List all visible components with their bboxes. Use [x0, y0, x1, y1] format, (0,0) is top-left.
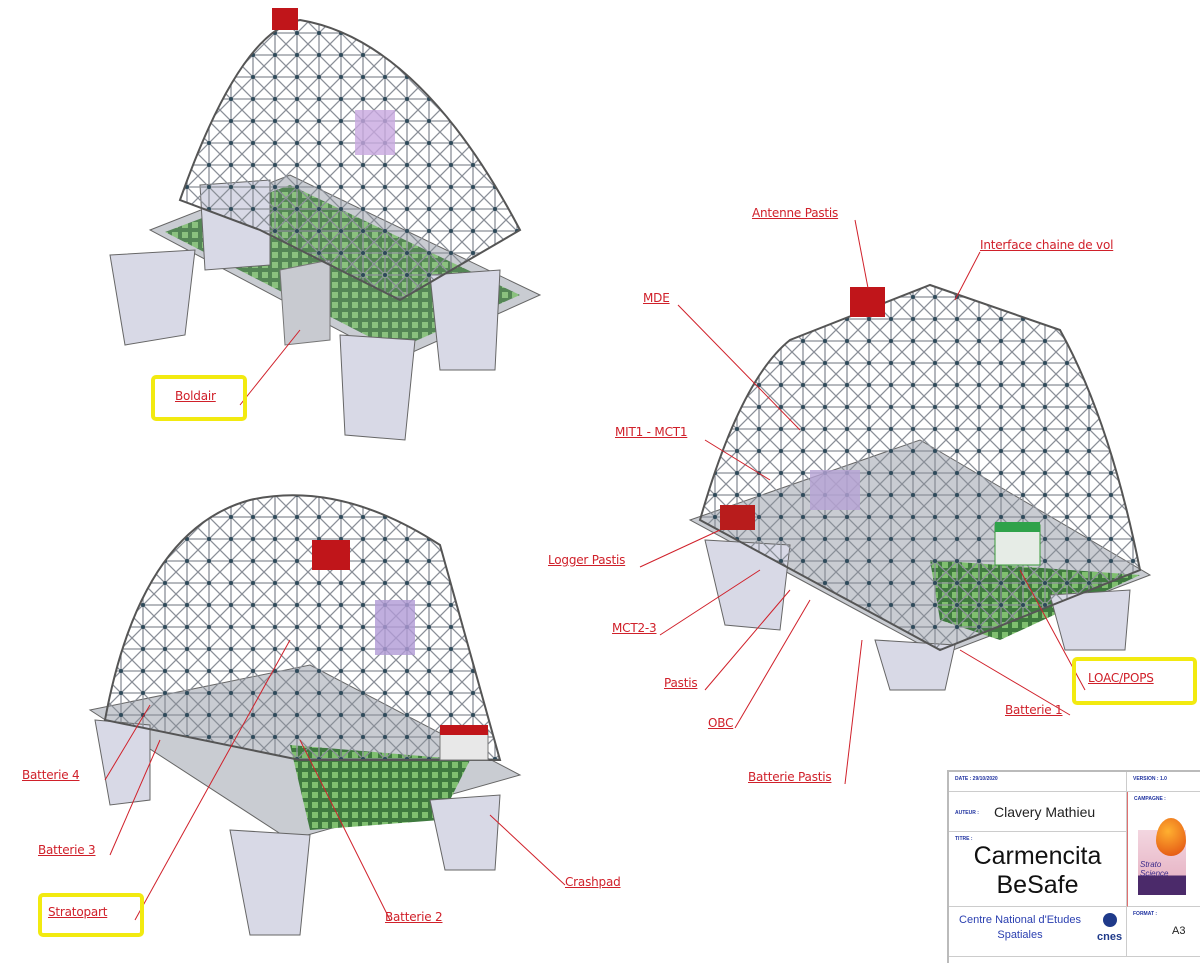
format-cell: FORMAT : A3 — [1127, 907, 1200, 957]
label-mde: MDE — [643, 291, 670, 305]
title-cell: TITRE : Carmencita BeSafe — [949, 832, 1127, 907]
label-batterie-3: Batterie 3 — [38, 843, 96, 857]
label-batterie-pastis: Batterie Pastis — [748, 770, 832, 784]
rig-view-right — [688, 283, 1152, 691]
author-name: Clavery Mathieu — [994, 804, 1096, 820]
label-antenne-pastis: Antenne Pastis — [752, 206, 839, 220]
label-mit1-mct1: MIT1 - MCT1 — [615, 425, 688, 439]
version-cell: VERSION : 1.0 — [1127, 772, 1200, 792]
format-value: A3 — [1172, 925, 1186, 937]
highlight-boldair — [151, 375, 247, 421]
author-cell: AUTEUR : Clavery Mathieu — [949, 792, 1127, 832]
cnes-logo: cnes — [1097, 931, 1123, 943]
rig-view-bottom-left — [88, 494, 522, 936]
label-logger-pastis: Logger Pastis — [548, 553, 626, 567]
label-batterie-1: Batterie 1 — [1005, 703, 1063, 717]
rig-view-top-left — [109, 8, 542, 441]
label-loac-pops: LOAC/POPS — [1088, 671, 1154, 685]
date-label: DATE : 29/10/2020 — [955, 776, 998, 782]
label-boldair: Boldair — [175, 389, 216, 403]
label-stratopart: Stratopart — [48, 905, 108, 919]
campaign-logo-text: Strato Science — [1140, 860, 1169, 878]
cnes-logo-icon — [1103, 913, 1117, 927]
strato-science-logo: Strato Science — [1138, 818, 1186, 895]
organization-name: Centre National d'Etudes Spatiales — [959, 914, 1081, 941]
title-line-1: Carmencita — [973, 842, 1102, 870]
date-cell: DATE : 29/10/2020 — [949, 772, 1127, 792]
title-line-2: BeSafe — [996, 871, 1079, 899]
title-block: DATE : 29/10/2020 VERSION : 1.0 AUTEUR :… — [947, 770, 1200, 963]
campaign-cell: CAMPAGNE : Strato Science — [1127, 792, 1200, 907]
label-batterie-2: Batterie 2 — [385, 910, 443, 924]
balloon-icon — [1156, 818, 1186, 856]
label-crashpad: Crashpad — [565, 875, 621, 889]
version-label: VERSION : 1.0 — [1133, 776, 1167, 782]
campaign-label: CAMPAGNE : — [1134, 796, 1166, 802]
format-label: FORMAT : — [1133, 911, 1158, 917]
label-interface-chaine-de-vol: Interface chaine de vol — [980, 238, 1114, 252]
label-batterie-4: Batterie 4 — [22, 768, 80, 782]
author-label: AUTEUR : — [955, 810, 979, 816]
label-obc: OBC — [708, 716, 734, 730]
organization-cell: Centre National d'Etudes Spatiales cnes — [949, 907, 1127, 957]
label-mct2-3: MCT2-3 — [612, 621, 657, 635]
title-label: TITRE : — [955, 836, 973, 842]
label-pastis: Pastis — [664, 676, 698, 690]
highlight-loac-pops — [1072, 657, 1197, 705]
highlight-stratopart — [38, 893, 144, 937]
drawing-title: Carmencita BeSafe — [949, 842, 1126, 900]
